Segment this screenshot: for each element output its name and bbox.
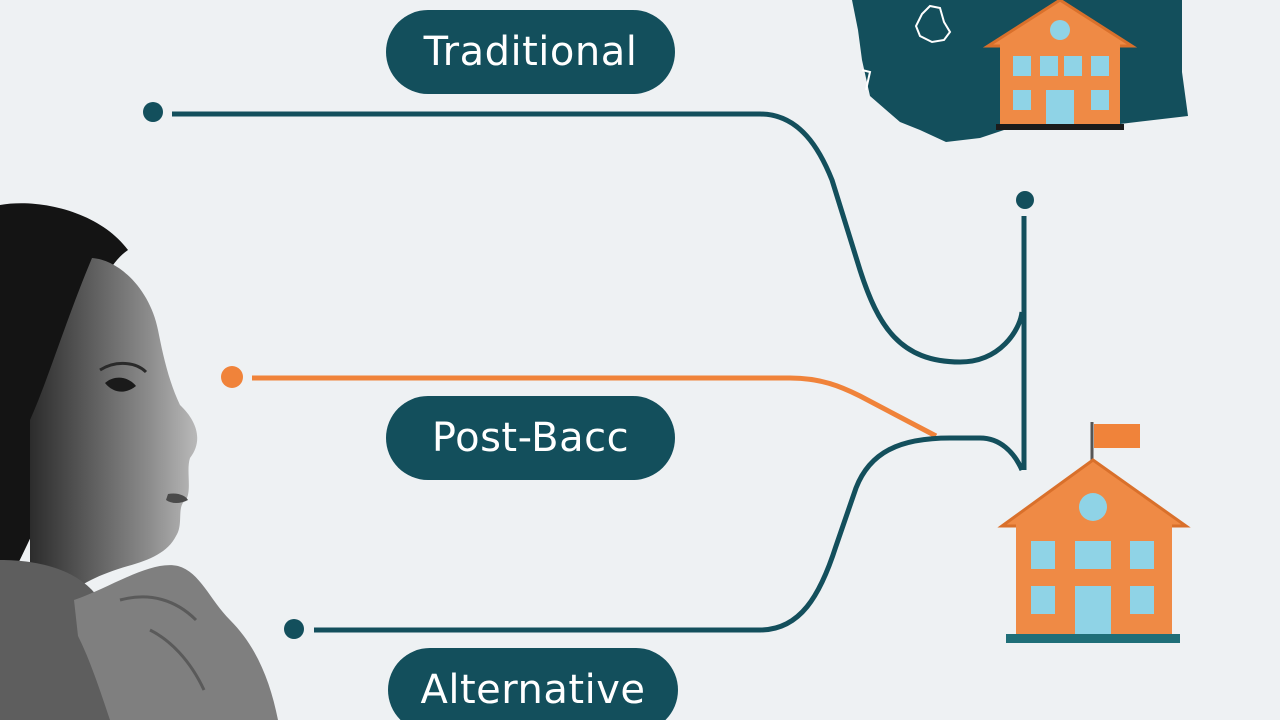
traditional-path	[143, 102, 1025, 365]
pathway-label-post-bacc: Post-Bacc	[386, 396, 675, 480]
pathway-label-traditional: Traditional	[386, 10, 675, 94]
post-bacc-label-text: Post-Bacc	[431, 415, 630, 461]
traditional-label-text: Traditional	[423, 29, 638, 75]
thinking-woman-silhouette	[0, 203, 278, 720]
school-building-icon	[982, 0, 1138, 130]
post-bacc-start-dot	[221, 366, 243, 388]
post-bacc-path	[221, 366, 938, 439]
traditional-start-dot	[143, 102, 163, 122]
pathway-label-alternative: Alternative	[388, 648, 678, 720]
school-building-with-flag-icon	[997, 422, 1191, 643]
junction-dot	[1016, 191, 1034, 209]
connector-vertical	[1016, 191, 1034, 470]
alternative-path	[284, 435, 1025, 639]
alternative-start-dot	[284, 619, 304, 639]
alternative-label-text: Alternative	[420, 667, 646, 713]
